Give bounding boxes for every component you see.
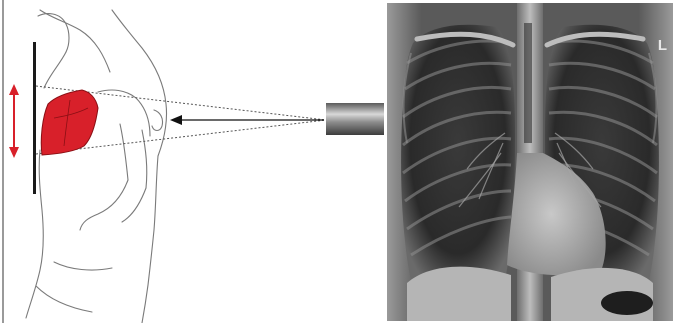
projection-diagram-svg <box>0 0 386 323</box>
detector-plate-icon <box>33 42 36 194</box>
chest-radiograph: L <box>387 3 673 321</box>
torso-outline <box>26 10 167 323</box>
heart-shape <box>41 90 98 155</box>
side-marker-label: L <box>658 37 667 54</box>
trachea <box>524 23 532 143</box>
shoulder-line <box>40 10 110 72</box>
hip-line <box>36 286 92 312</box>
chest-radiograph-svg <box>387 3 673 321</box>
gastric-bubble <box>601 291 653 315</box>
elbow-line <box>152 110 163 131</box>
arm-line-1 <box>120 124 128 180</box>
back-lower <box>142 156 158 323</box>
forearm-line-2 <box>122 188 146 222</box>
arm-upper <box>98 90 150 136</box>
right-hemidiaphragm <box>407 267 511 321</box>
abdomen-line <box>54 262 112 270</box>
back-upper <box>112 10 167 156</box>
chest-front-upper <box>44 52 66 88</box>
arm-line-2 <box>142 130 147 188</box>
double-arrow-vertical-icon <box>9 84 19 158</box>
xray-tube-icon <box>326 103 384 135</box>
arrow-left-icon <box>170 115 324 125</box>
projection-diagram <box>0 0 386 323</box>
forearm-line <box>80 180 128 230</box>
neck-outline <box>38 14 69 52</box>
